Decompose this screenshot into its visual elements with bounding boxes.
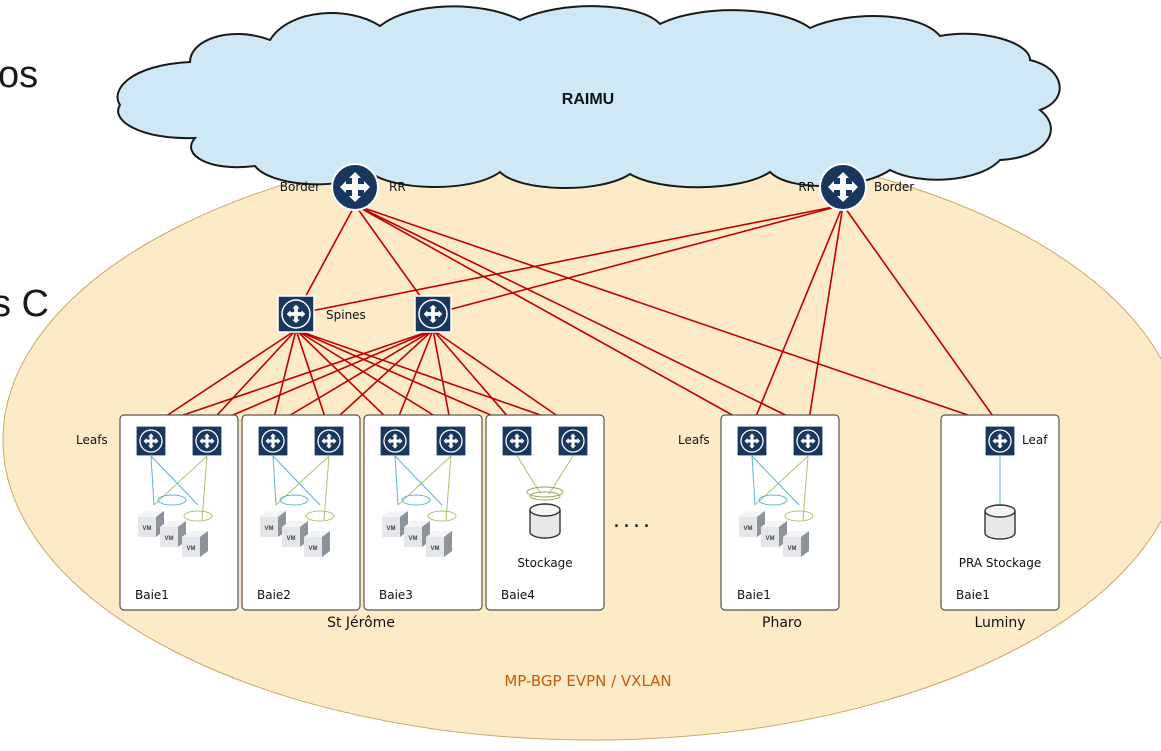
rr-left-label: RR	[389, 180, 406, 194]
rack-baie3-stjerome	[363, 414, 483, 611]
vm-icon: VM	[138, 511, 164, 537]
rack-baie2-stjerome	[241, 414, 361, 611]
rack-content	[984, 456, 1016, 540]
leaf-switch	[135, 425, 167, 457]
storage-label: Stockage	[517, 556, 572, 570]
border-router-right	[819, 163, 867, 211]
svg-text:VM: VM	[143, 526, 152, 532]
rack-baie1-stjerome	[119, 414, 239, 611]
site-label-st-jerome: St Jérôme	[327, 615, 395, 631]
rack-baie1-pharo	[720, 414, 840, 611]
rack-label: Baie2	[257, 588, 291, 602]
leaf-switch	[501, 425, 533, 457]
rack-label: Baie1	[737, 588, 771, 602]
rr-right-label: RR	[798, 180, 815, 194]
vm-icon: VM	[426, 531, 452, 557]
vm-icon: VM	[739, 511, 765, 537]
overlay-protocol-label: MP-BGP EVPN / VXLAN	[504, 672, 671, 690]
rack-content: VM VM VM	[382, 455, 457, 557]
border-router-left	[331, 163, 379, 211]
spine-leaf-links	[150, 329, 573, 427]
leafs-label-stjerome: Leafs	[76, 433, 108, 447]
svg-text:VM: VM	[187, 546, 196, 552]
leaf-switch	[736, 425, 768, 457]
svg-text:VM: VM	[165, 536, 174, 542]
leafs-label-pharo: Leafs	[678, 433, 710, 447]
site-label-luminy: Luminy	[974, 615, 1025, 631]
leaf-switch	[313, 425, 345, 457]
rack-contents: VM VM VM VM VM VM VM VM VM VM VM VM	[138, 455, 1016, 557]
vm-icon: VM	[160, 521, 186, 547]
ellipsis-more-racks: ....	[613, 508, 653, 533]
vm-icon: VM	[182, 531, 208, 557]
rack-label: Baie1	[135, 588, 169, 602]
border-right-label: Border	[874, 180, 914, 194]
rack-content: VM VM VM	[138, 455, 213, 557]
cloud-label: RAIMU	[562, 91, 614, 108]
svg-text:VM: VM	[431, 546, 440, 552]
leaf-switch	[435, 425, 467, 457]
rack-content: VM VM VM	[739, 455, 814, 557]
vm-icon: VM	[382, 511, 408, 537]
site-label-pharo: Pharo	[762, 615, 802, 631]
svg-text:VM: VM	[744, 526, 753, 532]
border-left-label: Border	[280, 180, 320, 194]
svg-text:VM: VM	[387, 526, 396, 532]
svg-text:VM: VM	[287, 536, 296, 542]
rack-label: Baie3	[379, 588, 413, 602]
leaf-label-luminy: Leaf	[1022, 433, 1048, 447]
vm-icon: VM	[260, 511, 286, 537]
svg-text:VM: VM	[766, 536, 775, 542]
svg-text:VM: VM	[788, 546, 797, 552]
spine-border-links	[295, 204, 1001, 427]
slide-text-fragment-middle: s C	[0, 283, 49, 325]
rack-content	[516, 455, 574, 539]
spine-switch-1	[277, 295, 315, 333]
rack-label: Baie1	[956, 588, 990, 602]
vm-icon: VM	[404, 521, 430, 547]
vm-icon: VM	[282, 521, 308, 547]
storage-disk-icon	[984, 504, 1016, 540]
leaf-switch	[792, 425, 824, 457]
storage-disk-icon	[529, 503, 561, 539]
rack-content: VM VM VM	[260, 455, 335, 557]
vm-icon: VM	[304, 531, 330, 557]
leaf-switch	[257, 425, 289, 457]
spine-switch-2	[414, 295, 452, 333]
leaf-switch	[379, 425, 411, 457]
rack-label: Baie4	[501, 588, 535, 602]
vm-icon: VM	[761, 521, 787, 547]
leaf-switches	[135, 425, 1016, 457]
leaf-switch	[984, 425, 1016, 457]
slide-text-fragment-top: os	[0, 54, 39, 96]
svg-text:VM: VM	[409, 536, 418, 542]
svg-text:VM: VM	[265, 526, 274, 532]
spines-label: Spines	[326, 308, 366, 322]
leaf-switch	[191, 425, 223, 457]
leaf-switch	[557, 425, 589, 457]
vm-icon: VM	[783, 531, 809, 557]
pra-storage-label: PRA Stockage	[959, 556, 1041, 570]
svg-text:VM: VM	[309, 546, 318, 552]
